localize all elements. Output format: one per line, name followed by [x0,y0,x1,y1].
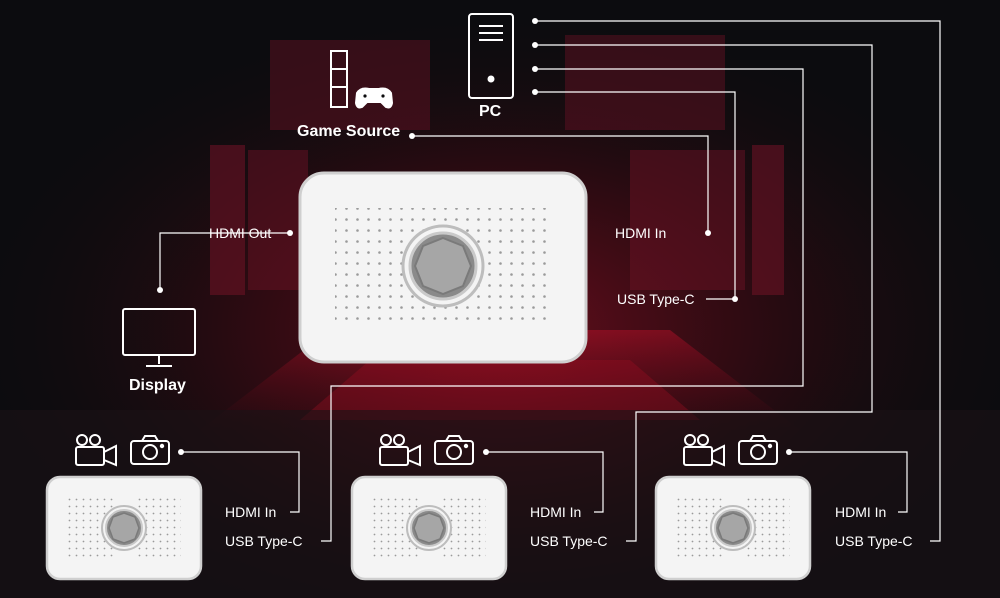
capture-unit-2 [350,475,508,581]
wire-cam2-to-hdmi-in [486,451,604,513]
wire-hdmi-out-to-display [159,232,290,290]
game-source-label: Game Source [297,123,401,140]
capture-unit-3 [654,475,812,581]
wire-pc-to-usb-unit3 [535,20,941,542]
wire-pc-to-usb-main [535,91,736,300]
display-label: Display [129,377,186,394]
photo-camera-icon [434,435,474,465]
video-camera-icon [379,434,421,467]
unit1-usb-label: USB Type-C [225,533,303,549]
video-camera-icon [683,434,725,467]
photo-camera-icon [738,435,778,465]
wire-cam3-to-hdmi-in [789,451,908,513]
pc-label: PC [479,103,502,120]
game-console-icon [330,50,394,109]
unit3-usb-label: USB Type-C [835,533,913,549]
capture-unit-1 [45,475,203,581]
wire-cam1-to-hdmi-in [181,451,300,513]
wire-pc-to-usb-unit2 [535,44,873,542]
wire-pc-to-usb-unit1 [321,68,804,542]
main-hdmi-out-label: HDMI Out [209,225,272,241]
monitor-icon [122,308,196,367]
pc-tower-icon [468,13,514,99]
unit2-hdmi-in-label: HDMI In [530,504,582,520]
unit2-usb-label: USB Type-C [530,533,608,549]
main-capture-device [298,171,588,364]
unit3-hdmi-in-label: HDMI In [835,504,887,520]
main-usb-label: USB Type-C [617,291,695,307]
video-camera-icon [75,434,117,467]
photo-camera-icon [130,435,170,465]
unit1-hdmi-in-label: HDMI In [225,504,277,520]
main-hdmi-in-label: HDMI In [615,225,667,241]
